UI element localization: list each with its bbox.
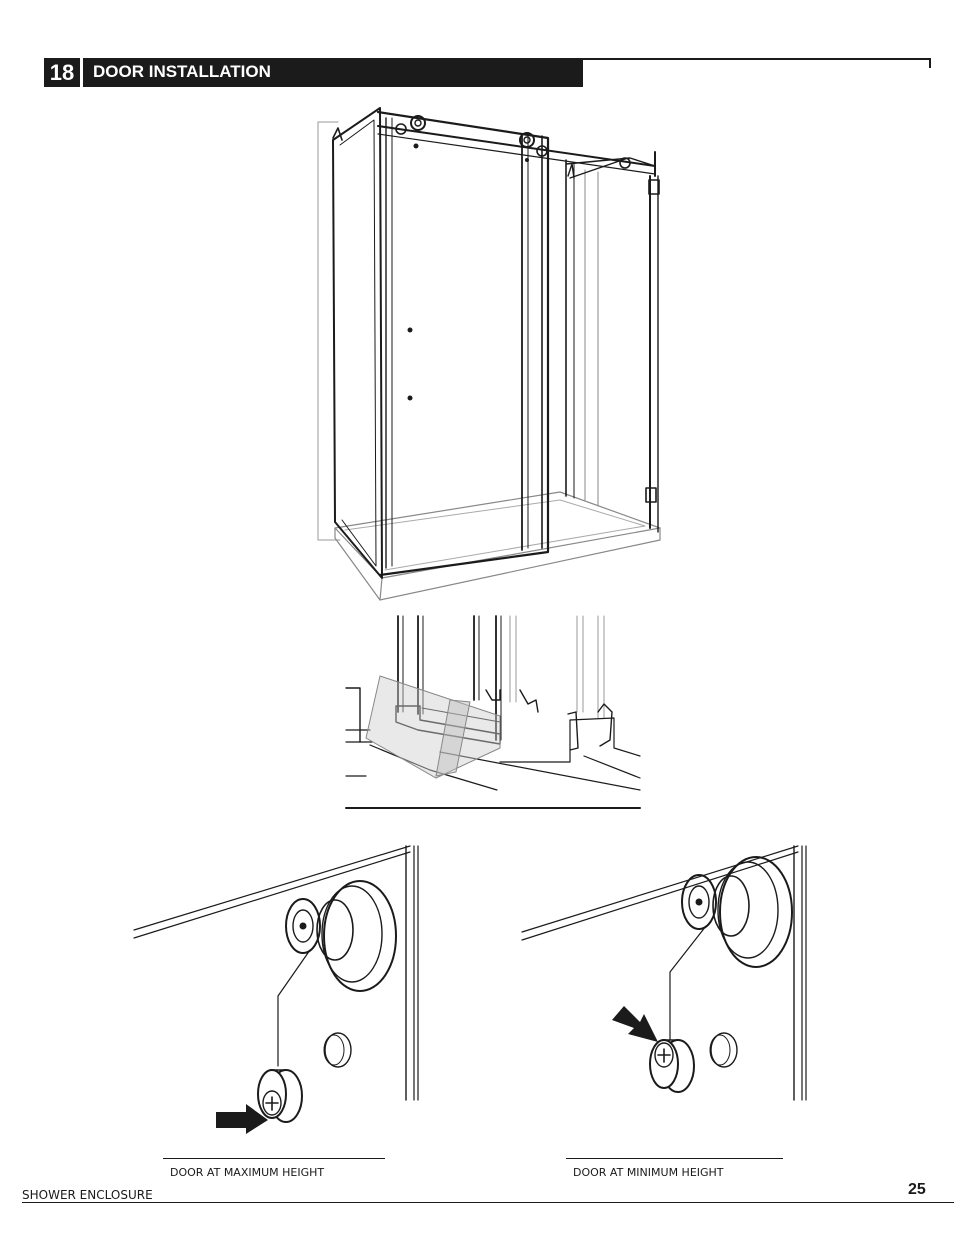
page-number: 25 <box>908 1181 926 1198</box>
caption-rule-right <box>566 1158 783 1159</box>
bottom-guide-detail <box>345 615 641 809</box>
header-rule <box>583 58 931 60</box>
header-rule-tick <box>929 58 931 68</box>
footer-product-name: SHOWER ENCLOSURE <box>22 1188 153 1202</box>
step-number: 18 <box>44 58 80 87</box>
caption-minimum-height: DOOR AT MINIMUM HEIGHT <box>573 1166 724 1179</box>
caption-maximum-height: DOOR AT MAXIMUM HEIGHT <box>170 1166 325 1179</box>
roller-detail-maximum-height <box>133 845 419 1134</box>
roller-detail-minimum-height <box>521 845 807 1101</box>
caption-rule-left <box>163 1158 385 1159</box>
shower-enclosure-illustration <box>317 107 661 601</box>
step-title: DOOR INSTALLATION <box>83 58 583 87</box>
footer-rule <box>22 1202 954 1203</box>
step-header: 18 DOOR INSTALLATION <box>44 58 583 87</box>
